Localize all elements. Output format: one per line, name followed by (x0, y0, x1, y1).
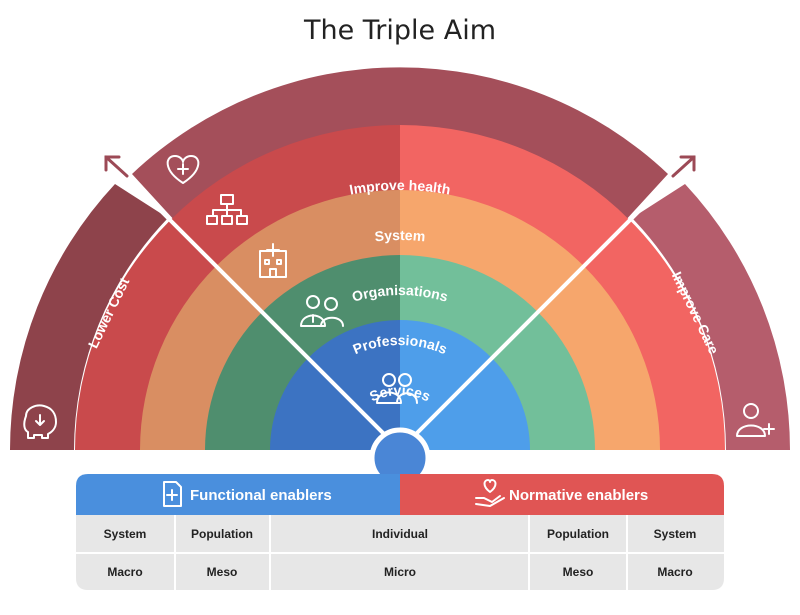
document-icon (163, 481, 182, 507)
org-chart-icon (206, 194, 248, 225)
table-cell: Macro (657, 565, 692, 579)
arrow-right-icon (671, 155, 696, 178)
table-cell: Micro (384, 565, 416, 579)
heart-plus-icon (166, 155, 200, 184)
table-cell: Population (191, 527, 253, 541)
normative-enablers-label: Normative enablers (509, 487, 648, 504)
patients-icon (376, 373, 418, 404)
functional-enablers-label: Functional enablers (190, 487, 332, 504)
table-cell: Meso (207, 565, 238, 579)
table-cell: Population (547, 527, 609, 541)
improve-health-segment (132, 67, 668, 223)
improve-health-label: Improve health (348, 177, 452, 198)
table-cell: System (654, 527, 697, 541)
organisations-label: Organisations (350, 282, 450, 305)
improve-care-segment (632, 184, 790, 450)
lower-cost-segment (10, 184, 168, 450)
functional-enablers-bar (76, 474, 400, 515)
table-cell: Individual (372, 527, 428, 541)
table-cell: System (104, 527, 147, 541)
arrow-left-icon (104, 155, 129, 178)
table-cell: Macro (107, 565, 142, 579)
divider-line-right (398, 188, 662, 452)
table-cell: Meso (563, 565, 594, 579)
hand-heart-icon (475, 479, 505, 507)
piggy-bank-icon (23, 404, 57, 439)
hospital-icon (259, 243, 287, 278)
page-title: The Triple Aim (303, 15, 496, 46)
professionals-icon (300, 295, 344, 327)
patient-plus-icon (736, 403, 775, 437)
divider-line-left (138, 188, 402, 452)
